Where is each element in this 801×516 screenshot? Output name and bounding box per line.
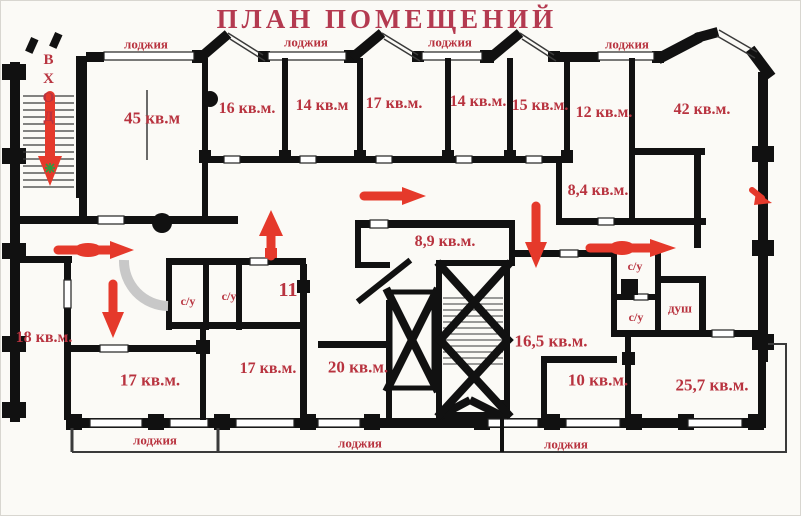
room-label-8-4: 8,4 кв.м. bbox=[567, 182, 629, 199]
room-label-12: 12 кв.м. bbox=[575, 104, 633, 121]
room-label-17a: 17 кв.м. bbox=[365, 95, 423, 112]
room-label-20: 20 кв.м. bbox=[327, 357, 389, 377]
room-label-16-5: 16,5 кв.м. bbox=[514, 331, 588, 351]
arrow-down-left bbox=[102, 279, 124, 338]
arrow-right-wall-mark bbox=[749, 187, 772, 205]
room-label-17c: 17 кв.м. bbox=[239, 360, 297, 377]
column-dot bbox=[152, 91, 218, 233]
walls-outer bbox=[2, 27, 776, 430]
walls-interior bbox=[16, 58, 761, 420]
room-label-42: 42 кв.м. bbox=[673, 101, 731, 118]
loggia-label-bottom-2: лоджия bbox=[338, 435, 382, 451]
entrance-label: ВХОД bbox=[40, 52, 57, 128]
su-label-1: с/у bbox=[180, 294, 196, 308]
room-label-15: 15 кв.м. bbox=[511, 97, 569, 114]
door-arc bbox=[118, 259, 169, 311]
loggia-label-top-1: лоджия bbox=[124, 36, 168, 52]
arrow-left-right bbox=[53, 241, 134, 259]
room-label-17b: 17 кв.м. bbox=[119, 370, 181, 390]
plan-title: ПЛАН ПОМЕЩЕНИЙ bbox=[216, 4, 558, 34]
room-label-11: 11 bbox=[278, 279, 298, 301]
room-label-14a: 14 кв.м bbox=[295, 97, 349, 114]
room-label-25-7: 25,7 кв.м. bbox=[675, 375, 749, 395]
su-label-2: с/у bbox=[221, 289, 237, 303]
loggia-label-top-4: лоджия bbox=[605, 36, 649, 52]
su-label-4: с/у bbox=[628, 310, 644, 324]
arrow-up-center bbox=[259, 210, 283, 261]
loggia-railings bbox=[70, 51, 787, 453]
room-label-10: 10 кв.м. bbox=[567, 370, 629, 390]
room-label-8-9: 8,9 кв.м. bbox=[414, 233, 476, 250]
room-label-18: 18 кв.м. bbox=[15, 329, 73, 346]
loggia-label-bottom-1: лоджия bbox=[133, 432, 177, 448]
shower-label: душ bbox=[667, 300, 693, 316]
arrow-right-zone bbox=[585, 239, 676, 257]
room-label-14b: 14 кв.м. bbox=[449, 93, 507, 110]
room-label-45: 45 кв.м bbox=[123, 108, 181, 128]
crossed-out-marks bbox=[355, 257, 514, 420]
loggia-label-top-2: лоджия bbox=[284, 34, 328, 50]
green-asterisk bbox=[45, 163, 55, 173]
arrow-down-right bbox=[525, 201, 547, 268]
loggia-label-top-3: лоджия bbox=[428, 34, 472, 50]
arrow-right-corridor bbox=[359, 187, 426, 205]
room-label-16: 16 кв.м. bbox=[218, 100, 276, 117]
su-label-3: с/у bbox=[627, 259, 643, 273]
loggia-label-bottom-3: лоджия bbox=[544, 436, 588, 452]
